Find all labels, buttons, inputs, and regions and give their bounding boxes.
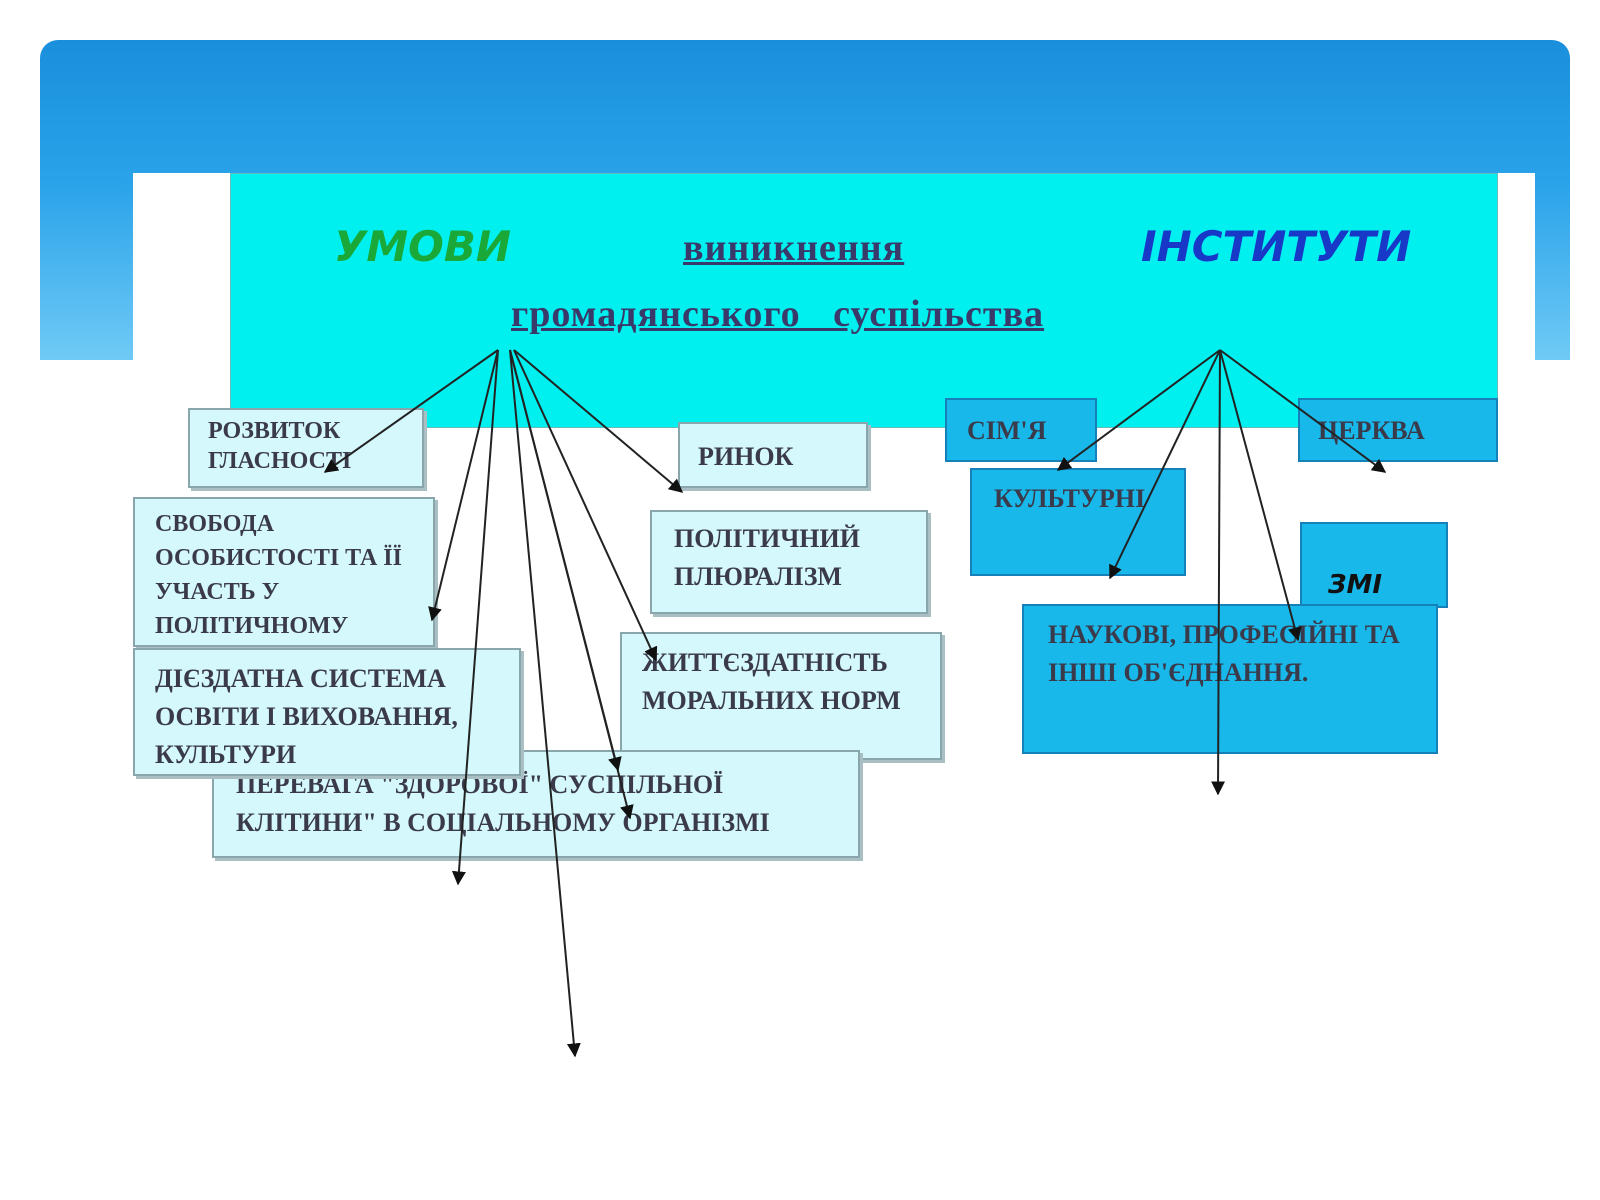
institution-zmi: ЗМІ bbox=[1300, 522, 1448, 608]
institution-kulturni: КУЛЬТУРНІ bbox=[970, 468, 1186, 576]
title-hromadianskoho: громадянського суспільства bbox=[511, 293, 1045, 335]
title-vynyknennia: виникнення bbox=[683, 227, 905, 269]
arrow-to-rynok bbox=[513, 349, 684, 493]
arrow-to-simia bbox=[1056, 349, 1221, 471]
arrow-to-naukovi bbox=[1219, 349, 1302, 642]
arrow-to-svoboda bbox=[428, 349, 499, 622]
institution-naukovi: НАУКОВІ, ПРОФЕСІЙНІ ТА ІНШІ ОБ'ЄДНАННЯ. bbox=[1022, 604, 1438, 754]
arrow-to-kulturni bbox=[1109, 349, 1221, 580]
condition-svoboda: СВОБОДА ОСОБИСТОСТІ ТА ЇЇ УЧАСТЬ У ПОЛІТ… bbox=[133, 497, 435, 647]
title-instytuty: ІНСТИТУТИ bbox=[1141, 222, 1412, 271]
arrow-down-right bbox=[1211, 349, 1226, 796]
condition-diezdatna: ДІЄЗДАТНА СИСТЕМА ОСВІТИ І ВИХОВАННЯ, КУ… bbox=[133, 648, 521, 776]
diagram-header: УМОВИ виникнення ІНСТИТУТИ громадянськог… bbox=[230, 173, 1498, 428]
arrow-to-zhyttiezdatnist bbox=[513, 349, 658, 662]
arrow-to-tserkva bbox=[1219, 349, 1387, 473]
arrow-down-left bbox=[451, 349, 499, 886]
arrow-to-rozvytok bbox=[323, 349, 499, 473]
condition-pliuralizm: ПОЛІТИЧНИЙ ПЛЮРАЛІЗМ bbox=[650, 510, 928, 614]
institution-simia: СІМ'Я bbox=[945, 398, 1097, 462]
institution-tserkva: ЦЕРКВА bbox=[1298, 398, 1498, 462]
title-umovy: УМОВИ bbox=[334, 222, 512, 271]
arrow-to-diezdatna bbox=[509, 349, 622, 772]
condition-rynok: РИНОК bbox=[678, 422, 868, 488]
condition-zhyttiezdatnist: ЖИТТЄЗДАТНІСТЬ МОРАЛЬНИХ НОРМ bbox=[620, 632, 942, 760]
condition-rozvytok: РОЗВИТОК ГЛАСНОСТІ bbox=[188, 408, 424, 488]
arrow-down-long bbox=[509, 349, 581, 1058]
